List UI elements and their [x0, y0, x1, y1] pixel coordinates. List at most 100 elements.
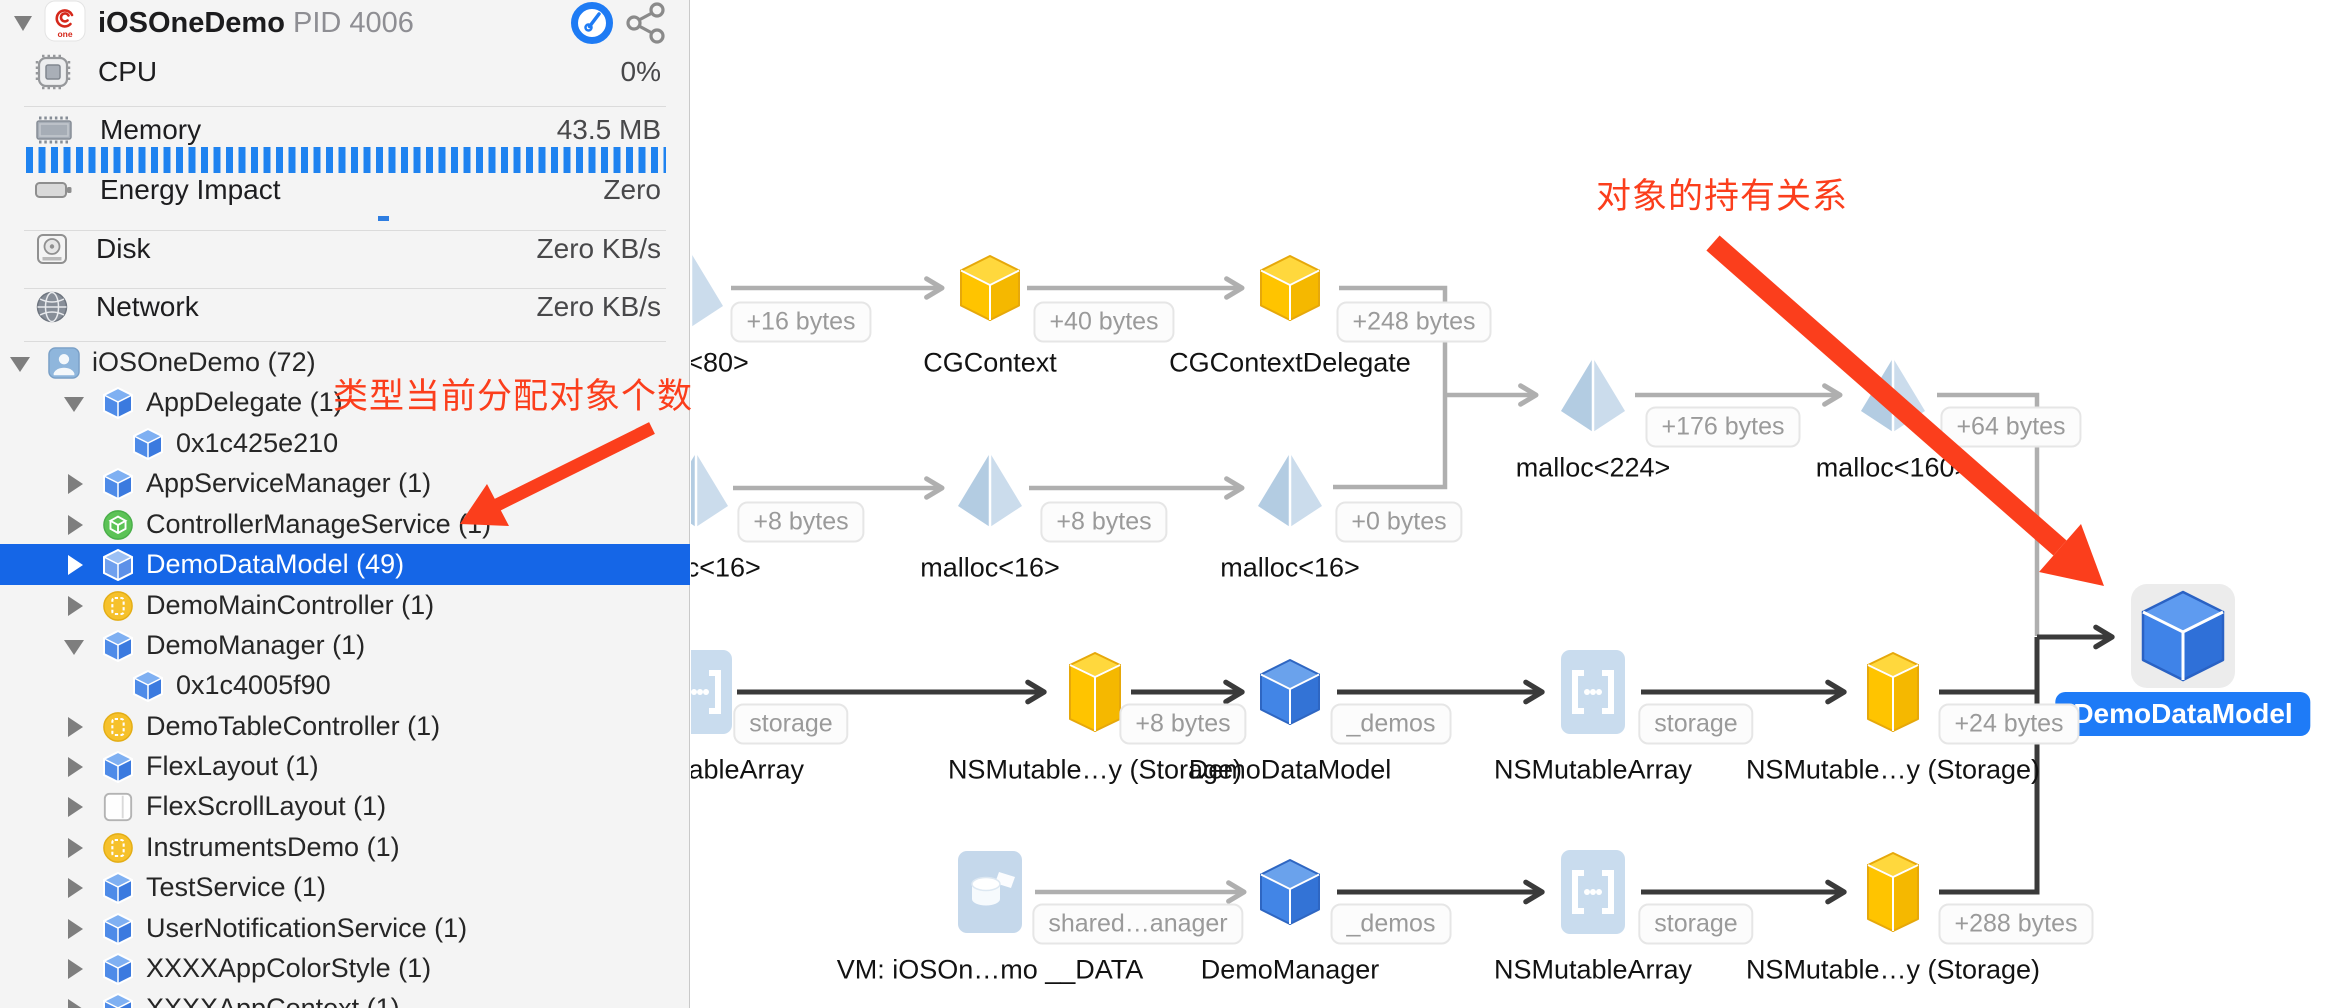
storage-box-node[interactable]	[1865, 650, 1921, 734]
node-label: CGContext	[923, 347, 1057, 378]
tree-row-xxxxappcontext[interactable]: XXXXAppContext (1)	[0, 988, 690, 1008]
metric-row-memory[interactable]: Memory 43.5 MB	[34, 108, 661, 152]
tree-row-controllermanageservice[interactable]: ControllerManageService (1)	[0, 504, 690, 545]
edge-label: +8 bytes	[1119, 703, 1247, 745]
tree-label: iOSOneDemo (72)	[92, 347, 316, 377]
disclosure-triangle-icon[interactable]	[62, 794, 88, 820]
cgcontextdelegate-cube-node[interactable]	[1258, 253, 1322, 323]
tree-row-demotablecontroller[interactable]: DemoTableController (1)	[0, 706, 690, 747]
tree-label: 0x1c4005f90	[176, 670, 331, 700]
cube-icon	[132, 669, 164, 703]
disclosure-triangle-icon[interactable]	[62, 996, 88, 1008]
tree-row-demodatamodel-selected[interactable]: DemoDataModel (49)	[0, 544, 690, 585]
nsmutablearray-node[interactable]	[691, 649, 733, 735]
cgcontext-cube-node[interactable]	[958, 253, 1022, 323]
metric-row-network[interactable]: Network Zero KB/s	[34, 285, 661, 329]
process-header[interactable]: one iOSOneDemo PID 4006	[0, 0, 690, 46]
malloc16-pyramid-node[interactable]	[1253, 450, 1327, 530]
disclosure-triangle-icon[interactable]	[62, 471, 88, 497]
metric-row-disk[interactable]: Disk Zero KB/s	[34, 227, 661, 271]
disclosure-triangle-icon[interactable]	[62, 390, 88, 416]
gauge-icon[interactable]	[570, 1, 614, 45]
annotation-ownership: 对象的持有关系	[1596, 177, 1849, 216]
node-label: malloc<16>	[920, 552, 1060, 583]
metric-value: Zero KB/s	[536, 233, 661, 264]
disclosure-triangle-icon[interactable]	[62, 875, 88, 901]
disclosure-triangle-icon[interactable]	[62, 593, 88, 619]
tree-row-process[interactable]: iOSOneDemo (72)	[0, 342, 690, 383]
tree-row-usernotificationservice[interactable]: UserNotificationService (1)	[0, 908, 690, 949]
selected-demodatamodel-cube-node[interactable]	[2139, 588, 2227, 684]
malloc16-pyramid-node[interactable]	[691, 450, 733, 530]
disclosure-triangle-icon[interactable]	[62, 956, 88, 982]
disclosure-triangle-icon[interactable]	[8, 350, 34, 376]
tree-row-flexscrolllayout[interactable]: FlexScrollLayout (1)	[0, 786, 690, 827]
disclosure-triangle-icon[interactable]	[62, 754, 88, 780]
tree-row-xxxxappcolorstyle[interactable]: XXXXAppColorStyle (1)	[0, 948, 690, 989]
object-graph-canvas[interactable]: DemoDataModel malloc<80> CGContext CGCon…	[691, 0, 2334, 1008]
cube-icon	[102, 629, 134, 663]
edge-label: +248 bytes	[1336, 301, 1492, 343]
demodatamodel-cube-node[interactable]	[1258, 657, 1322, 727]
storage-box-node[interactable]	[1067, 650, 1123, 734]
tree-label: DemoMainController (1)	[146, 590, 435, 620]
disclosure-spacer	[92, 673, 118, 699]
disclosure-triangle-icon[interactable]	[62, 835, 88, 861]
tree-row-instrumentsdemo[interactable]: InstrumentsDemo (1)	[0, 827, 690, 868]
tree-row-demomaincontroller[interactable]: DemoMainController (1)	[0, 585, 690, 626]
edge-label: _demos	[1330, 903, 1452, 945]
disclosure-triangle-icon[interactable]	[62, 512, 88, 538]
nsmutablearray-node[interactable]	[1560, 649, 1626, 735]
tree-row-demomanager[interactable]: DemoManager (1)	[0, 625, 690, 666]
edge-label: +16 bytes	[730, 301, 872, 343]
tree-row-appdelegate[interactable]: AppDelegate (1)	[0, 382, 690, 423]
graph-edges	[731, 276, 2115, 905]
disclosure-triangle-icon[interactable]	[62, 916, 88, 942]
nsmutablearray-node[interactable]	[1560, 849, 1626, 935]
cube-icon	[102, 871, 134, 905]
tree-label: XXXXAppContext (1)	[146, 993, 400, 1008]
malloc16-pyramid-node[interactable]	[953, 450, 1027, 530]
metric-row-energy[interactable]: Energy Impact Zero	[34, 168, 661, 212]
tree-row-address[interactable]: 0x1c4005f90	[0, 665, 690, 706]
tree-label: InstrumentsDemo (1)	[146, 832, 400, 862]
controller-icon	[102, 831, 134, 865]
disk-icon	[34, 231, 70, 267]
malloc-pyramid-node[interactable]	[691, 250, 728, 330]
metric-value: Zero	[603, 174, 661, 205]
object-graph-icon[interactable]	[624, 2, 672, 44]
malloc160-pyramid-node[interactable]	[1856, 355, 1930, 435]
node-label: malloc<16>	[691, 552, 761, 583]
selected-node-label[interactable]: DemoDataModel	[2055, 692, 2311, 736]
tree-label: FlexLayout (1)	[146, 751, 319, 781]
tree-row-address[interactable]: 0x1c425e210	[0, 423, 690, 464]
demomanager-cube-node[interactable]	[1258, 857, 1322, 927]
tree-row-appservicemanager[interactable]: AppServiceManager (1)	[0, 463, 690, 504]
cpu-icon	[34, 53, 72, 91]
node-label: DemoManager	[1200, 954, 1380, 985]
process-disclosure-icon[interactable]	[14, 15, 32, 31]
tree-label: 0x1c425e210	[176, 428, 339, 458]
malloc224-pyramid-node[interactable]	[1556, 355, 1630, 435]
edge-label: +24 bytes	[1938, 703, 2080, 745]
cube-icon	[102, 992, 134, 1008]
node-label: NSMutable…y (Storage)	[947, 754, 1243, 785]
metric-row-cpu[interactable]: CPU 0%	[34, 50, 661, 94]
sidebar: one iOSOneDemo PID 4006	[0, 0, 690, 1008]
edge-label: +176 bytes	[1645, 406, 1801, 448]
node-label: CGContextDelegate	[1169, 347, 1411, 378]
disclosure-triangle-icon[interactable]	[62, 552, 88, 578]
tree-row-flexlayout[interactable]: FlexLayout (1)	[0, 746, 690, 787]
tree-label: XXXXAppColorStyle (1)	[146, 953, 432, 983]
tree-row-testservice[interactable]: TestService (1)	[0, 867, 690, 908]
cube-icon	[102, 750, 134, 784]
disclosure-triangle-icon[interactable]	[62, 714, 88, 740]
vm-region-node[interactable]	[957, 850, 1023, 934]
tree-label: TestService (1)	[146, 872, 327, 902]
edge-label: storage	[733, 703, 849, 745]
storage-box-node[interactable]	[1865, 850, 1921, 934]
node-label: malloc<224>	[1515, 452, 1671, 483]
view-icon	[102, 790, 134, 824]
disclosure-triangle-icon[interactable]	[62, 633, 88, 659]
node-label: malloc<160>	[1815, 452, 1971, 483]
